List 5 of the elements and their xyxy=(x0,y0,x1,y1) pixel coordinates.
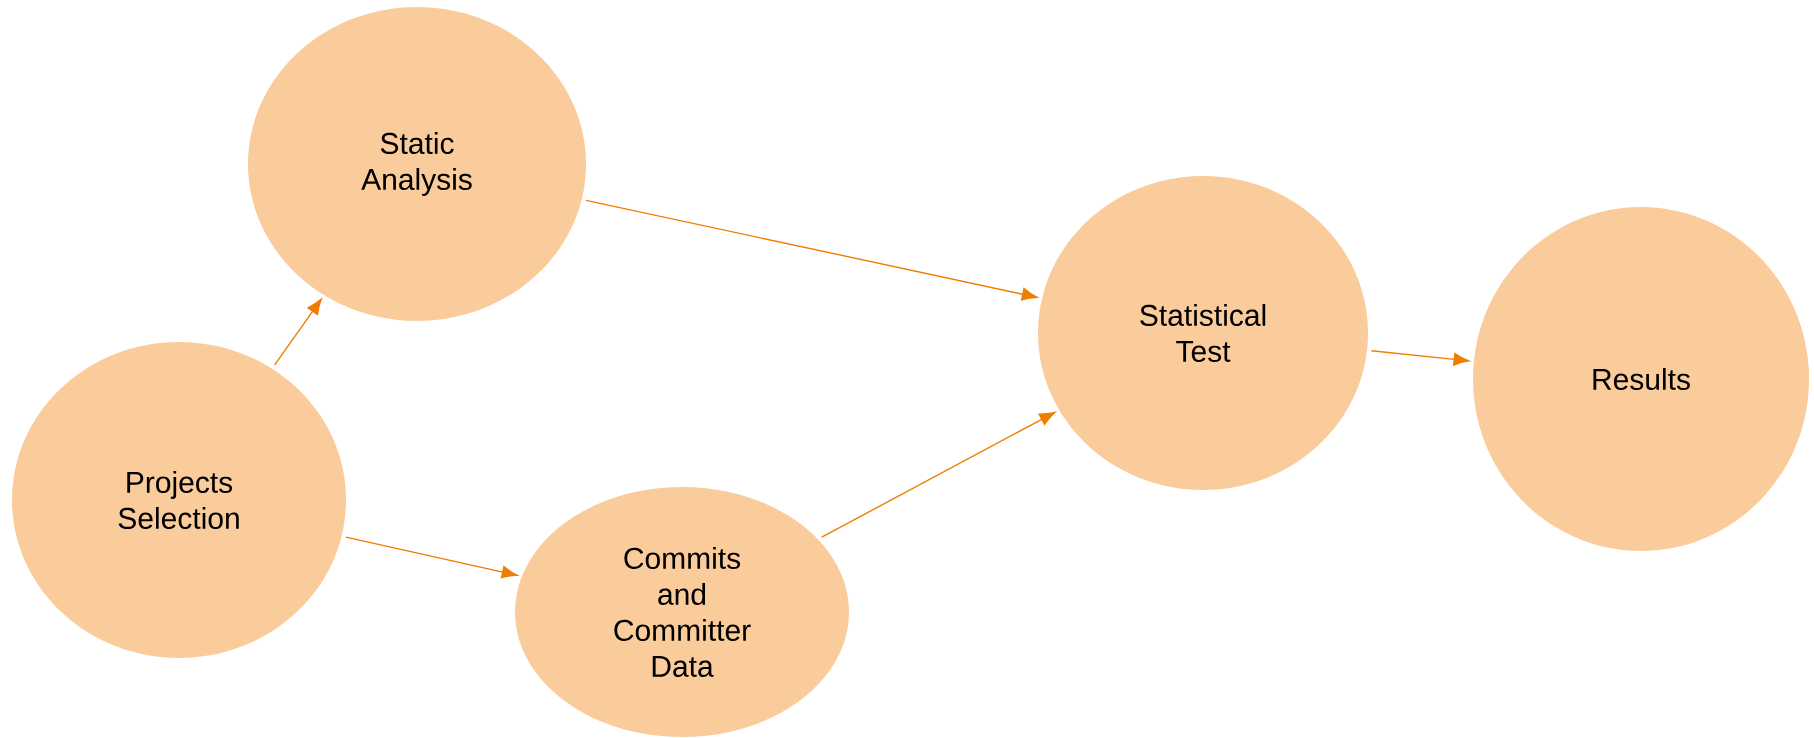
arrow xyxy=(821,411,1056,538)
arrow xyxy=(273,298,322,366)
arrow xyxy=(345,536,518,579)
arrow xyxy=(1370,350,1470,366)
arrow xyxy=(585,199,1038,301)
